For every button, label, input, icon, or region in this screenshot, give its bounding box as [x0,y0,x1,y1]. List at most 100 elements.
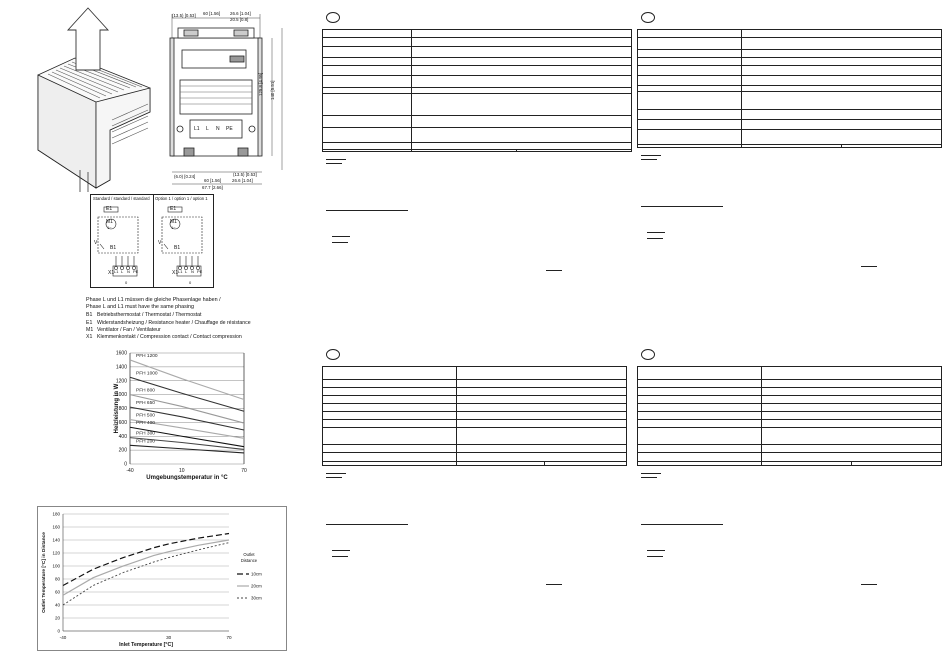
blank-text-line [647,232,665,233]
y-tick-label: 200 [119,448,128,454]
table-column-divider [411,30,412,151]
front-terminal-l: L [206,126,209,132]
y-tick-label: 40 [55,603,61,608]
series-line [129,359,245,401]
table-column-divider [761,367,762,465]
wiring-right-zero: 0 [189,280,192,285]
table-row-line [638,144,941,145]
legend-label: 20cm [251,584,262,589]
wiring-diagrams [97,206,203,277]
dim-top-3: 26.6 [1.04] [230,11,251,16]
table-row-line [323,427,626,428]
wiring-left-m1: M1 [106,219,113,225]
dim-top-2: 60 [1.56] [203,11,221,16]
spec-table [637,29,942,148]
table-row-line [638,395,941,396]
language-marker [326,349,340,360]
blank-text-line [326,473,346,474]
wiring-right-m1-sub: 1~ [171,225,176,230]
heater-front-view [169,14,283,185]
table-row-line [638,461,941,462]
dim-top-1: (13.5) [0.53] [172,13,196,18]
dim-right-outer: 140 [5.51] [270,80,275,100]
y-tick-label: 180 [52,512,60,517]
wiring-right-title: Option 1 / option 1 / option 1 [155,196,208,201]
blank-text-line [641,477,657,478]
wiring-right-e1: E1 [170,206,177,212]
legend-label: 10cm [251,572,262,577]
y-tick-label: 600 [119,420,128,426]
y-tick-label: 0 [124,462,127,468]
phase-note-de: Phase L und L1 müssen die gleiche Phasen… [86,297,221,303]
table-row-line [323,444,626,445]
table-row-line [323,65,631,66]
blank-text-line [641,206,723,207]
heater-isometric-view [37,7,151,192]
table-row-line [638,119,941,120]
series-label: PFH 300 [136,431,155,437]
legend-label: 30cm [251,596,262,601]
wiring-legend: Phase L und L1 müssen die gleiche Phasen… [86,297,251,341]
wiring-right-m1: M1 [170,219,177,225]
front-terminal-l1: L1 [194,126,200,132]
wiring-right-t4: PE [197,269,203,274]
blank-text-line [326,477,342,478]
front-terminal-pe: PE [226,126,233,132]
table-row-line [638,75,941,76]
y-tick-label: 1200 [116,378,127,384]
wiring-left-x1: X1 [108,270,115,276]
language-marker [641,12,655,23]
series-label: PFH 1200 [136,353,158,359]
blank-text-line [861,584,877,585]
blank-text-line [326,159,346,160]
table-row-line [323,142,631,143]
blank-text-line [861,266,877,267]
table-row-line [638,411,941,412]
wiring-left-t3: N [127,269,130,274]
x-tick-label: 30 [166,635,172,640]
legend-title: Distance [241,558,258,563]
blank-text-line [647,238,663,239]
dim-bottom-1: (6.0) [0.24] [174,174,196,179]
table-last-row-divider [544,461,545,465]
dim-top-4: 20.5 [0.8] [230,17,249,22]
x-tick-label: -40 [126,468,133,474]
blank-text-line [332,550,350,551]
dim-bottom-3: 60 [1.56] [204,178,222,183]
series-line [129,394,245,424]
table-row-line [323,419,626,420]
y-tick-label: 20 [55,616,61,621]
wiring-left-t4: PE [133,269,139,274]
wiring-right-t1: L1 [178,269,183,274]
dim-bottom-5: 67.7 [2.66] [202,185,223,190]
table-row-line [638,452,941,453]
table-row-line [323,127,631,128]
y-tick-label: 120 [52,551,60,556]
spec-table [322,366,627,466]
y-tick-label: 60 [55,590,61,595]
series-label: PFH 1000 [136,370,158,376]
series-label: PFH 500 [136,413,155,419]
spec-table [322,29,632,152]
table-row-line [323,387,626,388]
table-row-line [638,85,941,86]
x-tick-label: 10 [179,468,185,474]
table-row-line [638,91,941,92]
table-row-line [638,403,941,404]
wiring-diagram-frame [90,194,214,288]
series-label: PFH 800 [136,388,155,394]
table-row-line [323,379,626,380]
table-row-line [638,379,941,380]
table-row-line [323,411,626,412]
wiring-left-v: V [94,240,98,246]
table-row-line [323,46,631,47]
blank-text-line [647,550,665,551]
blank-text-line [641,473,661,474]
blank-text-line [546,270,562,271]
table-row-line [323,452,626,453]
y-tick-label: 400 [119,434,128,440]
